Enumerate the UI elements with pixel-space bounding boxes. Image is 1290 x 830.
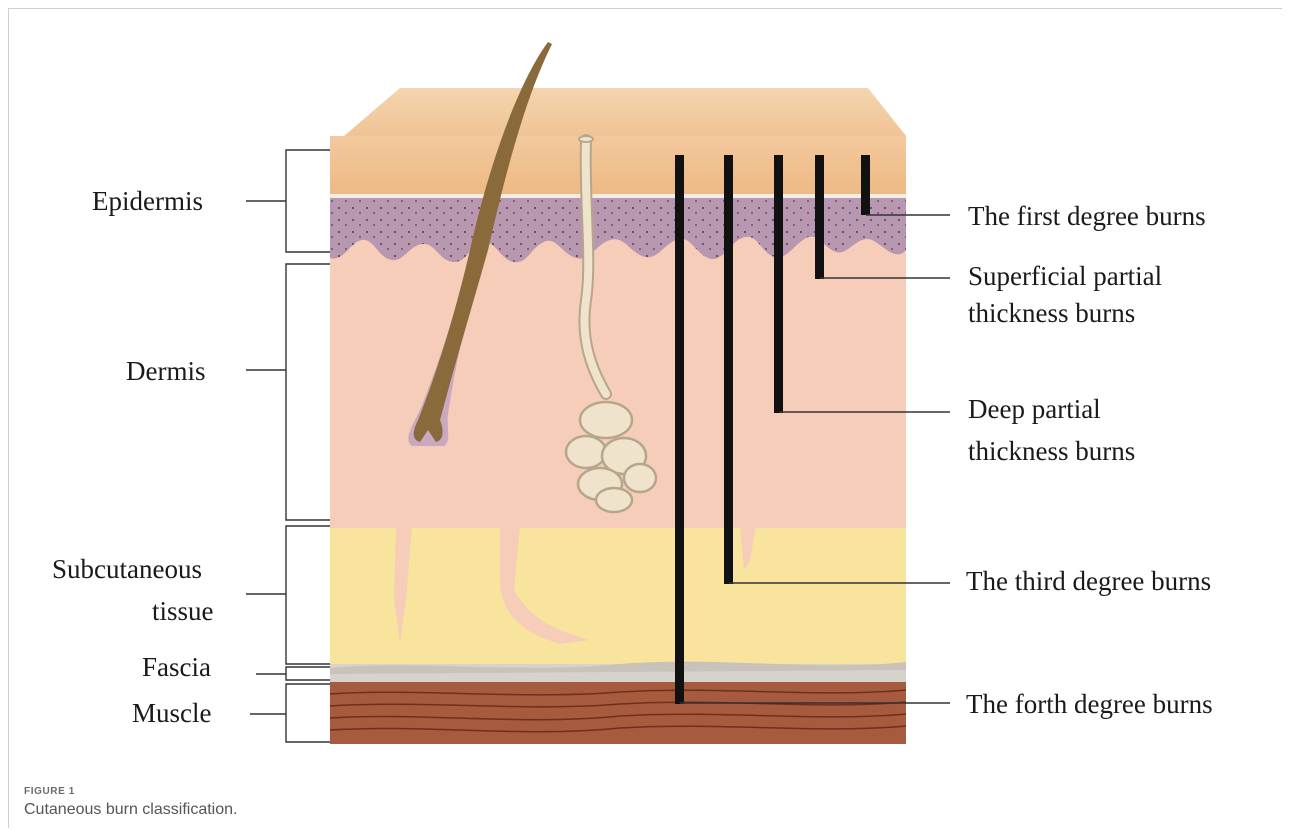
label-dermis: Dermis [126,356,205,386]
layer-leader-lines [246,201,286,714]
label-first-degree: The first degree burns [968,201,1206,231]
bar-first-degree [861,155,870,215]
label-fascia: Fascia [142,652,211,682]
label-subcutaneous: Subcutaneous [52,554,202,584]
muscle-layer [330,682,906,744]
label-tissue: tissue [152,596,214,626]
bar-third-degree [724,155,733,584]
skin-burn-diagram: Epidermis Dermis Subcutaneous tissue Fas… [0,0,1290,780]
label-fourth-degree: The forth degree burns [966,689,1213,719]
bar-superficial-partial [815,155,824,279]
label-muscle: Muscle [132,698,212,728]
label-deep-partial-1: Deep partial [968,394,1101,424]
label-epidermis: Epidermis [92,186,203,216]
sweat-pore [579,136,593,142]
bar-fourth-degree [675,155,684,704]
figure-caption: Cutaneous burn classification. [24,801,237,819]
bar-deep-partial [774,155,783,413]
label-superficial-partial-1: Superficial partial [968,261,1162,291]
label-deep-partial-2: thickness burns [968,436,1135,466]
figure-tag: FIGURE 1 [24,786,75,797]
label-third-degree: The third degree burns [966,566,1211,596]
layer-brackets [286,150,330,742]
label-superficial-partial-2: thickness burns [968,298,1135,328]
subcutaneous-layer [330,528,906,664]
